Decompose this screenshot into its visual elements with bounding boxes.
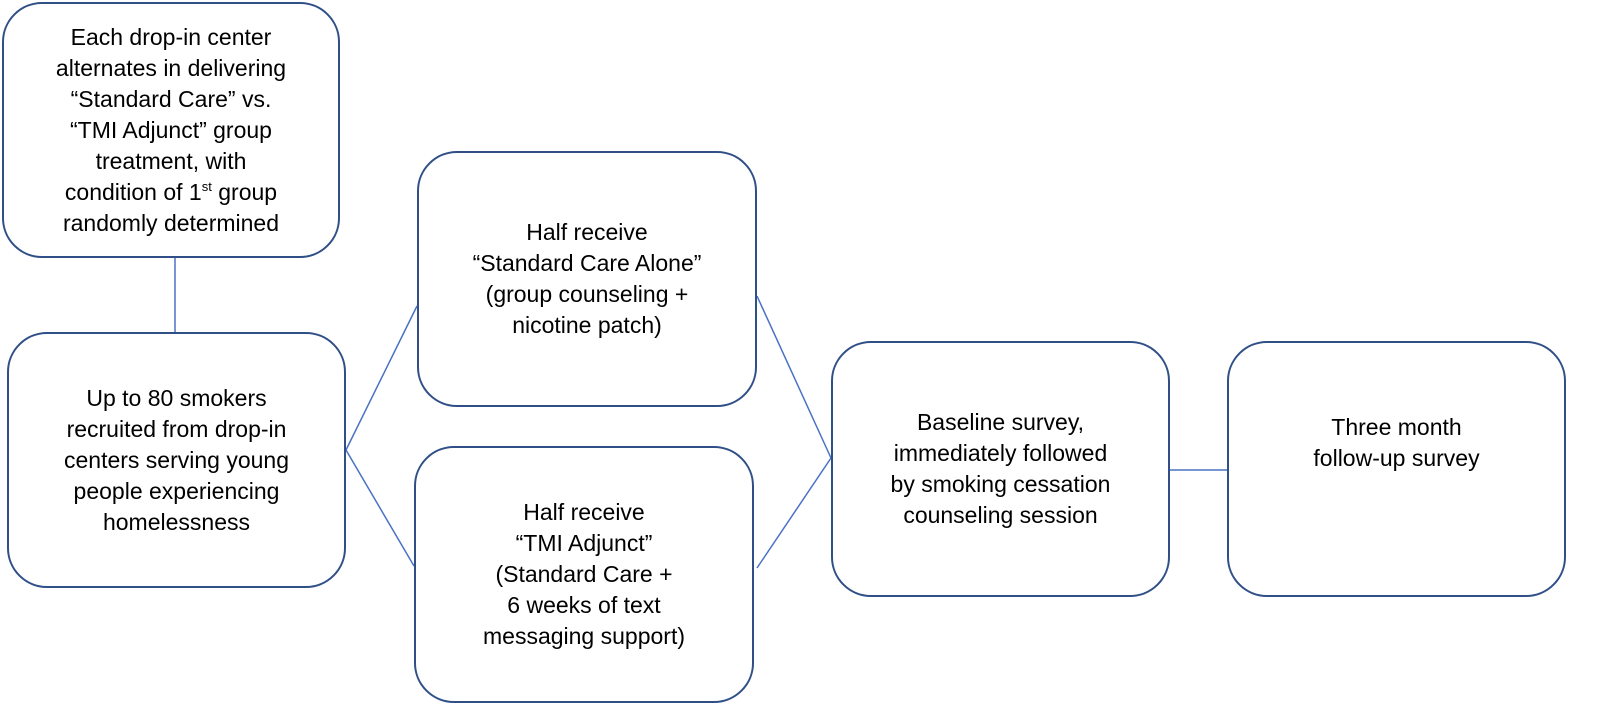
center-rotation-line-2: alternates in delivering — [55, 54, 287, 81]
recruitment-line-2: recruited from drop-in — [66, 415, 287, 442]
standard-care-line-3: (group counseling + — [485, 281, 689, 307]
tmi-adjunct-text: Half receive “TMI Adjunct” (Standard Car… — [483, 497, 685, 652]
center-rotation-line-4: “TMI Adjunct” group — [70, 116, 272, 143]
standard-care-line-2: “Standard Care Alone” — [472, 250, 702, 276]
baseline-line-4: counseling session — [903, 502, 1098, 528]
center-rotation-line-3: “Standard Care” vs. — [70, 85, 272, 112]
followup-box: Three month follow-up survey — [1227, 341, 1566, 597]
recruitment-line-5: homelessness — [102, 508, 250, 535]
baseline-line-2: immediately followed — [893, 440, 1108, 466]
recruitment-line-1: Up to 80 smokers — [86, 384, 267, 411]
baseline-text: Baseline survey, immediately followed by… — [891, 407, 1111, 531]
tmi-adjunct-line-1: Half receive — [523, 499, 645, 525]
recruitment-line-4: people experiencing — [73, 477, 280, 504]
connector-recruitment-to-standard-care — [345, 305, 418, 451]
standard-care-line-4: nicotine patch) — [512, 312, 662, 338]
recruitment-text: Up to 80 smokers recruited from drop-in … — [64, 383, 289, 538]
connector-recruitment-to-tmi-adjunct — [345, 449, 415, 567]
center-rotation-box: Each drop-in center alternates in delive… — [2, 2, 340, 258]
connector-standard-care-to-baseline — [756, 295, 832, 459]
standard-care-box: Half receive “Standard Care Alone” (grou… — [417, 151, 757, 407]
recruitment-box: Up to 80 smokers recruited from drop-in … — [7, 332, 346, 588]
connector-tmi-adjunct-to-baseline — [756, 457, 832, 569]
standard-care-text: Half receive “Standard Care Alone” (grou… — [473, 217, 702, 341]
followup-line-2: follow-up survey — [1313, 445, 1480, 471]
center-rotation-text: Each drop-in center alternates in delive… — [56, 22, 286, 239]
tmi-adjunct-line-5: messaging support) — [483, 623, 685, 649]
center-rotation-line-1: Each drop-in center — [70, 23, 272, 50]
center-rotation-line-5: treatment, with — [95, 147, 247, 174]
followup-line-1: Three month — [1331, 414, 1462, 440]
tmi-adjunct-line-2: “TMI Adjunct” — [515, 530, 653, 556]
baseline-line-3: by smoking cessation — [890, 471, 1111, 497]
followup-text: Three month follow-up survey — [1313, 412, 1479, 474]
baseline-box: Baseline survey, immediately followed by… — [831, 341, 1170, 597]
tmi-adjunct-line-3: (Standard Care + — [495, 561, 673, 587]
ordinal-superscript: st — [201, 178, 212, 194]
baseline-line-1: Baseline survey, — [916, 409, 1085, 435]
center-rotation-line-7: randomly determined — [62, 209, 280, 236]
center-rotation-line-6: condition of 1st group — [64, 178, 278, 205]
tmi-adjunct-box: Half receive “TMI Adjunct” (Standard Car… — [414, 446, 754, 703]
standard-care-line-1: Half receive — [526, 219, 648, 245]
recruitment-line-3: centers serving young — [63, 446, 289, 473]
tmi-adjunct-line-4: 6 weeks of text — [507, 592, 661, 618]
